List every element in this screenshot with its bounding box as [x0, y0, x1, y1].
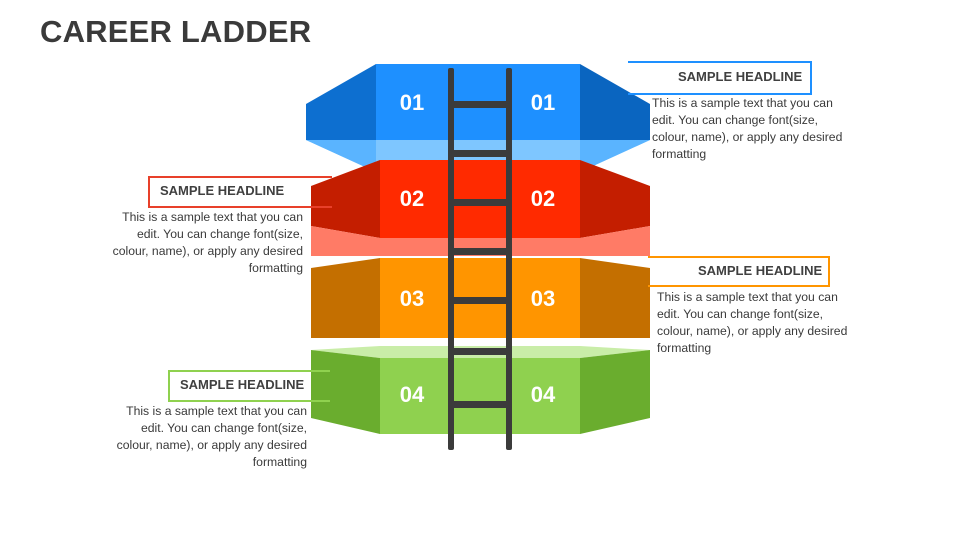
tier-01-left-number: 01 — [400, 90, 424, 115]
ladder-rung — [452, 248, 508, 255]
callout-04-bracket — [168, 370, 330, 402]
tier-01-left-face — [306, 64, 376, 140]
callout-01-headline: SAMPLE HEADLINE — [678, 69, 803, 84]
tier-02-right-number: 02 — [531, 186, 555, 211]
callout-03-text: This is a sample text that you can edit.… — [657, 290, 848, 355]
tier-03-right-face — [580, 258, 650, 338]
ladder-right-rail — [506, 68, 512, 450]
callout-04-headline: SAMPLE HEADLINE — [180, 377, 305, 392]
tier-02-underside — [311, 226, 650, 256]
ladder-rung — [452, 401, 508, 408]
callout-02-headline: SAMPLE HEADLINE — [160, 183, 285, 198]
callout-03-headline: SAMPLE HEADLINE — [698, 263, 823, 278]
ladder-left-rail — [448, 68, 454, 450]
tier-02-left-number: 02 — [400, 186, 424, 211]
ladder — [448, 68, 512, 450]
tier-03-left-face — [311, 258, 380, 338]
tier-02: 02 02 — [311, 160, 650, 256]
tier-02-left-face — [311, 160, 380, 238]
ladder-rung — [452, 297, 508, 304]
callout-02-text: This is a sample text that you can edit.… — [112, 210, 303, 275]
tier-01-left-bottom — [306, 140, 376, 172]
tier-01-right-bottom — [580, 140, 650, 172]
tier-03-right-number: 03 — [531, 286, 555, 311]
callout-02-bracket — [148, 176, 332, 208]
callout-01-bracket — [628, 61, 812, 95]
page-title: CAREER LADDER — [40, 14, 312, 49]
callout-04-text: This is a sample text that you can edit.… — [116, 404, 307, 469]
callout-01-text: This is a sample text that you can edit.… — [652, 96, 843, 161]
ladder-rung — [452, 348, 508, 355]
tier-04-right-face — [580, 350, 650, 434]
tier-01-right-face — [580, 64, 650, 140]
tier-04: 04 04 — [311, 346, 650, 434]
tier-03-left-number: 03 — [400, 286, 424, 311]
ladder-rung — [452, 199, 508, 206]
tier-04-right-number: 04 — [531, 382, 556, 407]
ladder-rung — [452, 150, 508, 157]
ladder-rung — [452, 101, 508, 108]
tier-02-right-face — [580, 160, 650, 238]
callout-03-bracket — [648, 256, 830, 287]
tier-01-right-number: 01 — [531, 90, 555, 115]
tier-04-left-number: 04 — [400, 382, 425, 407]
tier-04-front-face — [380, 358, 580, 434]
